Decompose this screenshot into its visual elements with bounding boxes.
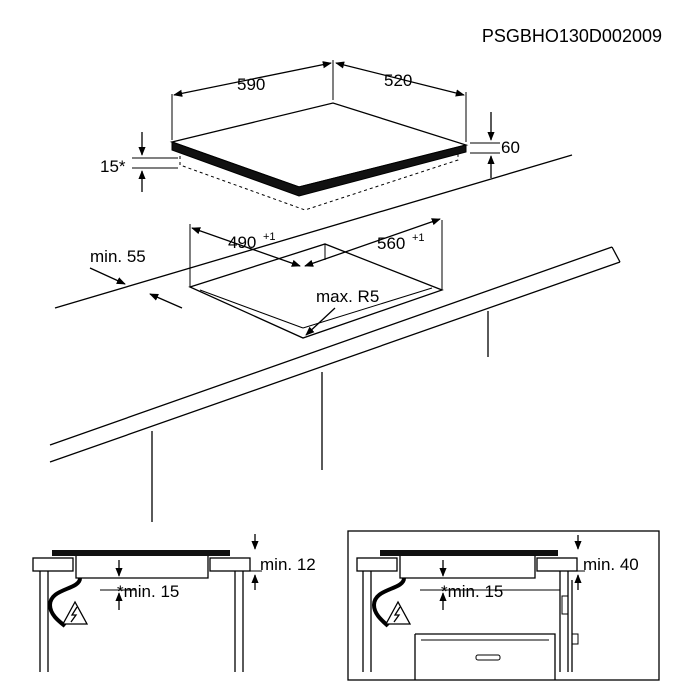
radius-label: max. R5 [316, 287, 379, 306]
dim-520-label: 520 [384, 71, 412, 90]
dim-15-label: 15* [100, 157, 126, 176]
right-worktop-block [356, 557, 398, 572]
left-top-clearance-label: min. 12 [260, 555, 316, 574]
front-clearance-label: min. 55 [90, 247, 146, 266]
dim-560-tolerance: +1 [412, 232, 425, 244]
right-top-clearance-label: min. 40 [583, 555, 639, 574]
left-hob-body [75, 556, 209, 579]
right-under-clearance-label: *min. 15 [441, 582, 503, 601]
dim-590-label: 590 [237, 75, 265, 94]
worktop-drawing: 490 +1 560 +1 min. 55 max. R5 [49, 154, 621, 522]
hob-top-surface [169, 102, 469, 188]
dim-520-arrow [335, 61, 465, 97]
left-cable [47, 577, 82, 628]
dim-490-label: 490 [228, 233, 256, 252]
right-hob-plate [380, 550, 558, 556]
worktop-front-bottom-edge [49, 261, 621, 463]
oven-handle [475, 654, 501, 661]
right-worktop-block [536, 557, 578, 572]
hob-rim [171, 141, 467, 197]
right-knob [571, 633, 579, 645]
right-oven [414, 633, 556, 680]
left-under-clearance-label: *min. 15 [117, 582, 179, 601]
left-detail: *min. 15 min. 12 [32, 534, 316, 672]
right-cable [371, 577, 406, 628]
left-worktop-block [32, 557, 74, 572]
dim-490-arrow [191, 227, 301, 267]
left-hob-plate [52, 550, 230, 556]
right-detail: *min. 15 min. 40 [347, 530, 660, 681]
right-detail-frame [347, 530, 660, 681]
left-worktop-block [209, 557, 251, 572]
dim-60-label: 60 [501, 138, 520, 157]
hob-underside [179, 152, 459, 211]
right-hob-body [399, 556, 536, 579]
dim-560-label: 560 [377, 234, 405, 253]
reference-code: PSGBHO130D002009 [482, 26, 662, 46]
left-warning-icon [61, 600, 89, 625]
dim-490-tolerance: +1 [263, 231, 276, 243]
dim-560-arrow [304, 218, 441, 267]
worktop-front-top-edge [49, 246, 613, 446]
dim-590-arrow [173, 61, 332, 97]
right-warning-icon [384, 600, 412, 625]
hob-drawing: 590 520 60 15* [100, 60, 520, 211]
